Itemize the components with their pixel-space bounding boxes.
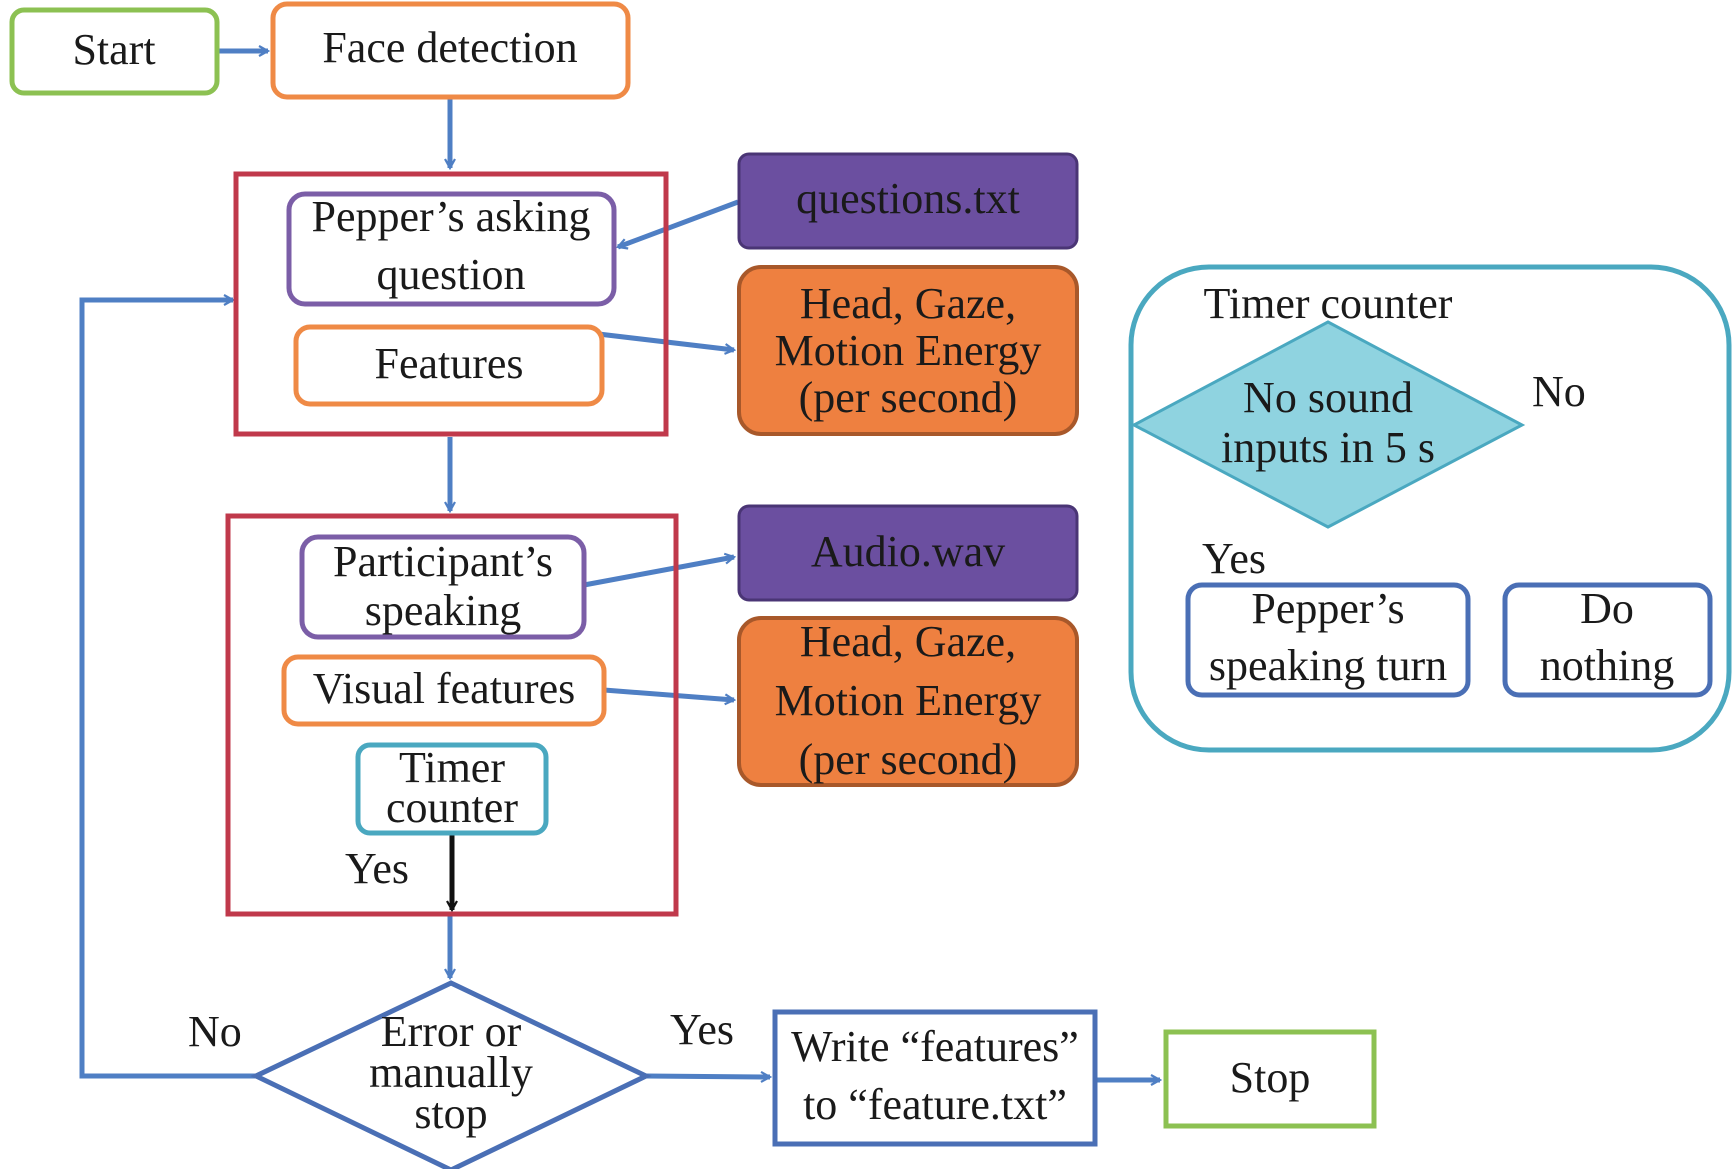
arrow-questions-to-asking [618,199,739,247]
features-label: Features [374,339,523,388]
arrow-decision-yes-to-write [645,1076,770,1077]
face-detection-node: Face detection [270,1,631,100]
timer-yes-label: Yes [345,844,409,893]
speaking-turn-line1: Pepper’s [1251,584,1404,633]
head-gaze-2-line1: Head, Gaze, [800,617,1016,666]
stop-node: Stop [1163,1029,1377,1129]
head-gaze-2-line2: Motion Energy [775,676,1042,725]
decision-line1: Error or [381,1007,522,1056]
head-gaze-node-1: Head, Gaze, Motion Energy (per second) [737,265,1079,436]
decision-no-label: No [188,1007,242,1056]
write-features-line1: Write “features” [791,1022,1079,1071]
audio-wav-node: Audio.wav [737,504,1079,602]
visual-features-label: Visual features [313,664,575,713]
connectors [79,51,1160,1080]
start-label: Start [72,25,155,74]
decision-line3: stop [414,1089,487,1138]
condition-yes-label: Yes [1202,534,1266,583]
asking-question-line1: Pepper’s asking [311,192,590,241]
decision-line2: manually [369,1048,533,1097]
pepper-speaking-turn-node: Pepper’s speaking turn [1185,582,1471,698]
no-sound-condition-diamond: No sound inputs in 5 s [1130,320,1526,529]
write-features-node: Write “features” to “feature.txt” [772,1009,1098,1147]
arrow-visual-to-head-gaze [603,687,734,700]
timer-counter-line2: counter [386,783,518,832]
participant-speaking-line1: Participant’s [333,537,553,586]
arrow-features-to-head-gaze [589,330,734,350]
condition-no-label: No [1532,367,1586,416]
questions-txt-label: questions.txt [796,174,1020,223]
start-node: Start [9,7,220,96]
arrow-decision-no-loop [79,300,256,1079]
participant-speaking-node: Participant’s speaking [299,534,587,640]
do-nothing-line1: Do [1580,584,1634,633]
arrow-speaking-to-audio [583,557,734,588]
condition-line2: inputs in 5 s [1221,423,1435,472]
timer-counter-line1: Timer [399,743,505,792]
speaking-turn-line2: speaking turn [1209,641,1447,690]
audio-wav-label: Audio.wav [811,527,1005,576]
timer-counter-node: Timer counter [355,742,549,836]
participant-speaking-line2: speaking [365,586,521,635]
decision-yes-label: Yes [670,1005,734,1054]
head-gaze-node-2: Head, Gaze, Motion Energy (per second) [737,616,1079,787]
head-gaze-2-line3: (per second) [799,735,1018,784]
error-stop-decision: Error or manually stop [250,980,652,1169]
timer-panel-title: Timer counter [1204,279,1453,328]
asking-question-node: Pepper’s asking question [286,191,617,307]
condition-line1: No sound [1243,373,1413,422]
questions-txt-node: questions.txt [737,152,1079,250]
head-gaze-1-line2: Motion Energy [775,326,1042,375]
do-nothing-node: Do nothing [1502,582,1713,698]
head-gaze-1-line1: Head, Gaze, [800,279,1016,328]
write-features-line2: to “feature.txt” [803,1080,1067,1129]
visual-features-node: Visual features [281,654,607,727]
head-gaze-1-line3: (per second) [799,373,1018,422]
features-node: Features [293,324,605,407]
asking-question-line2: question [376,250,525,299]
answer-phase-group [225,513,679,917]
timer-counter-panel: Timer counter No sound inputs in 5 s No … [1128,264,1732,753]
do-nothing-line2: nothing [1540,641,1674,690]
face-detection-label: Face detection [322,23,577,72]
question-phase-group [233,171,669,437]
stop-label: Stop [1230,1053,1311,1102]
